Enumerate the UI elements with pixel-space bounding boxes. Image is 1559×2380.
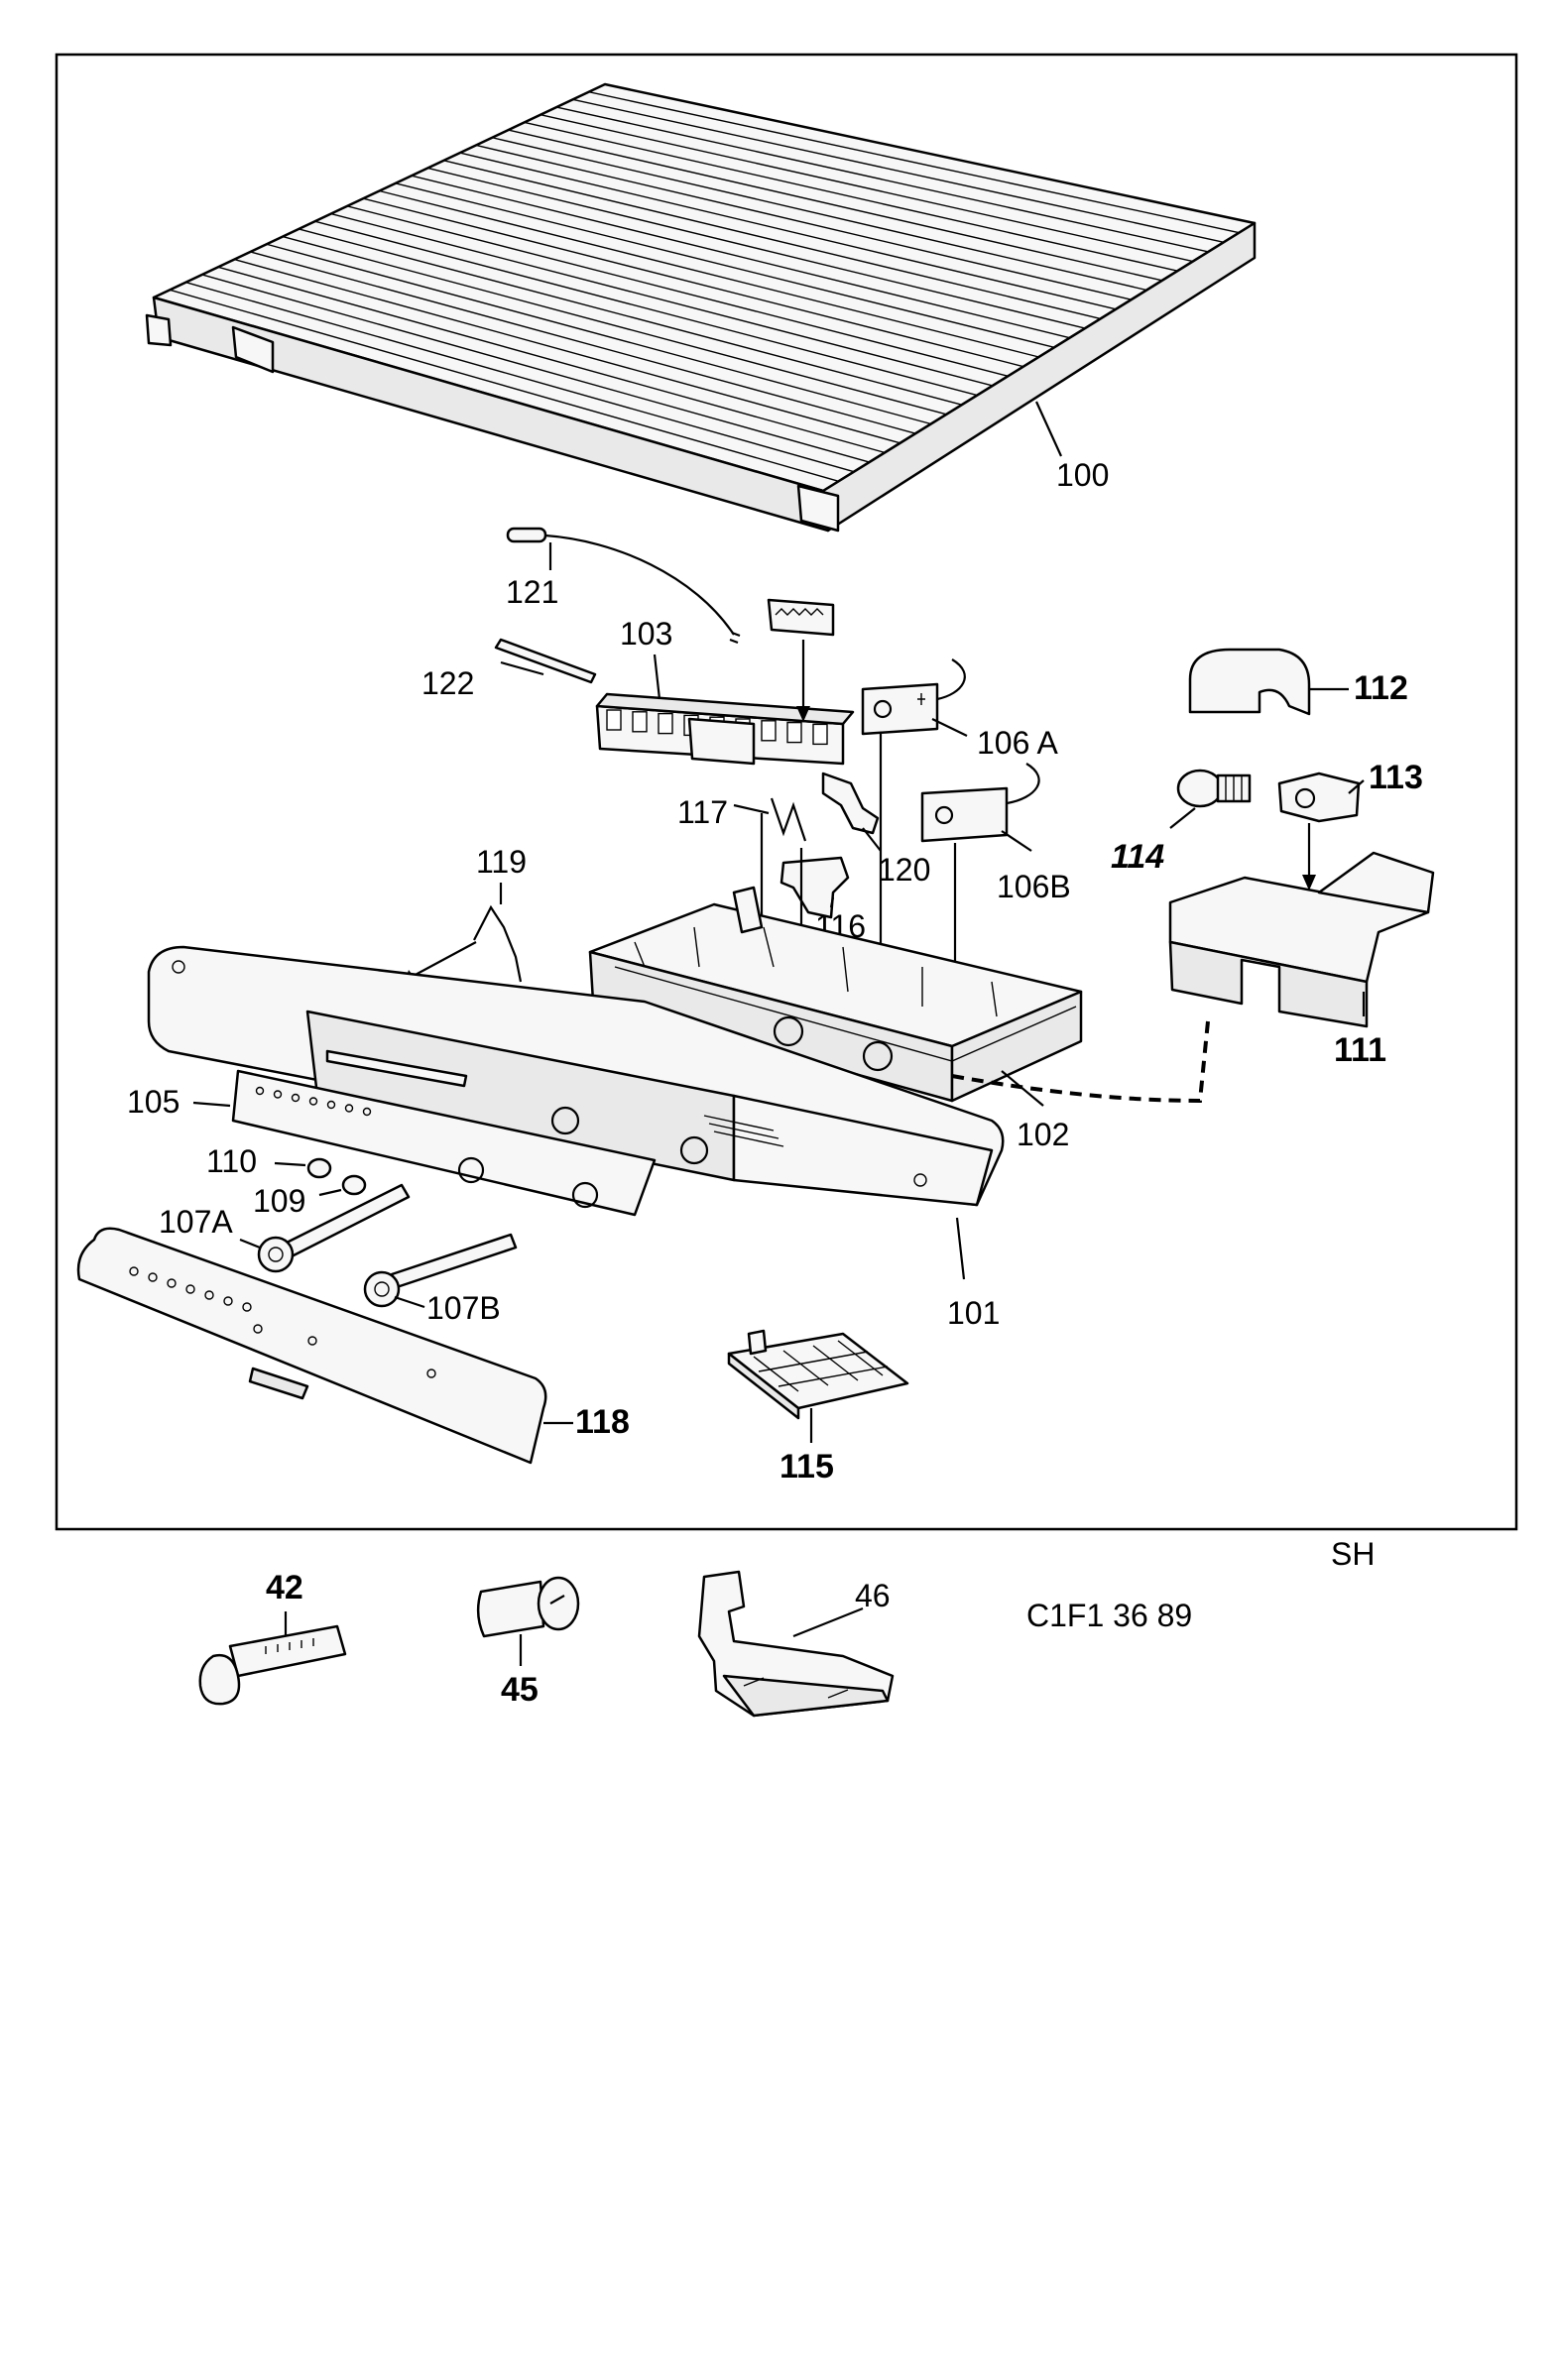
spring-clip-117-icon [770, 797, 807, 842]
label-106a: 106 A [977, 725, 1059, 761]
lamp-holder-icon [1277, 772, 1361, 823]
label-112: 112 [1354, 669, 1408, 707]
label-103: 103 [620, 616, 672, 652]
label-121: 121 [506, 574, 558, 610]
label-115: 115 [780, 1448, 834, 1486]
label-111: 111 [1334, 1031, 1386, 1069]
label-100: 100 [1056, 457, 1109, 493]
knob-shaft-107b-icon [363, 1233, 518, 1308]
bracket-46-icon [697, 1570, 895, 1718]
label-101: 101 [947, 1295, 1000, 1331]
control-panel-icon [147, 945, 1005, 1207]
label-46: 46 [855, 1578, 891, 1613]
label-117: 117 [677, 794, 728, 830]
label-105: 105 [127, 1084, 180, 1120]
spring-119-icon [473, 904, 523, 983]
label-109: 109 [253, 1183, 305, 1219]
knob-109-icon [341, 1174, 367, 1196]
front-trim-icon [76, 1227, 547, 1465]
label-118: 118 [575, 1403, 630, 1441]
shelf-icon [145, 82, 1257, 533]
switch-106b-icon [920, 763, 1040, 843]
connector-dashed [951, 1020, 1210, 1104]
clip-120-icon [821, 772, 880, 835]
label-45: 45 [501, 1671, 539, 1709]
label-113: 113 [1369, 759, 1423, 796]
label-110: 110 [206, 1143, 257, 1179]
terminal-block-icon [595, 692, 855, 766]
label-107a: 107A [159, 1204, 233, 1240]
knob-110-icon [306, 1157, 332, 1179]
label-106b: 106B [997, 869, 1071, 904]
control-housing-icon [588, 886, 1083, 1103]
flap-115-icon [727, 1329, 909, 1420]
sensor-wire-icon [506, 527, 741, 645]
label-reference-code: C1F1 36 89 [1026, 1598, 1192, 1633]
lamp-bulb-icon [1176, 769, 1252, 808]
clip-bracket-icon [767, 598, 835, 637]
knob-shaft-107a-icon [257, 1183, 411, 1273]
knob-42-icon [198, 1624, 347, 1706]
label-107b: 107B [426, 1290, 501, 1326]
rod-icon [494, 638, 597, 684]
lamp-cover-icon [1188, 648, 1311, 716]
label-119: 119 [476, 844, 527, 880]
label-sh: SH [1331, 1536, 1375, 1572]
diagram-frame [55, 53, 1518, 1531]
label-114: 114 [1111, 838, 1164, 876]
label-102: 102 [1017, 1117, 1069, 1152]
label-42: 42 [266, 1569, 303, 1606]
label-120: 120 [878, 852, 930, 888]
switch-plate-icon [231, 1069, 657, 1217]
knob-45-icon [476, 1576, 580, 1638]
lamp-housing-icon [1168, 851, 1435, 1028]
switch-106a-icon [861, 658, 966, 736]
label-122: 122 [421, 665, 474, 701]
